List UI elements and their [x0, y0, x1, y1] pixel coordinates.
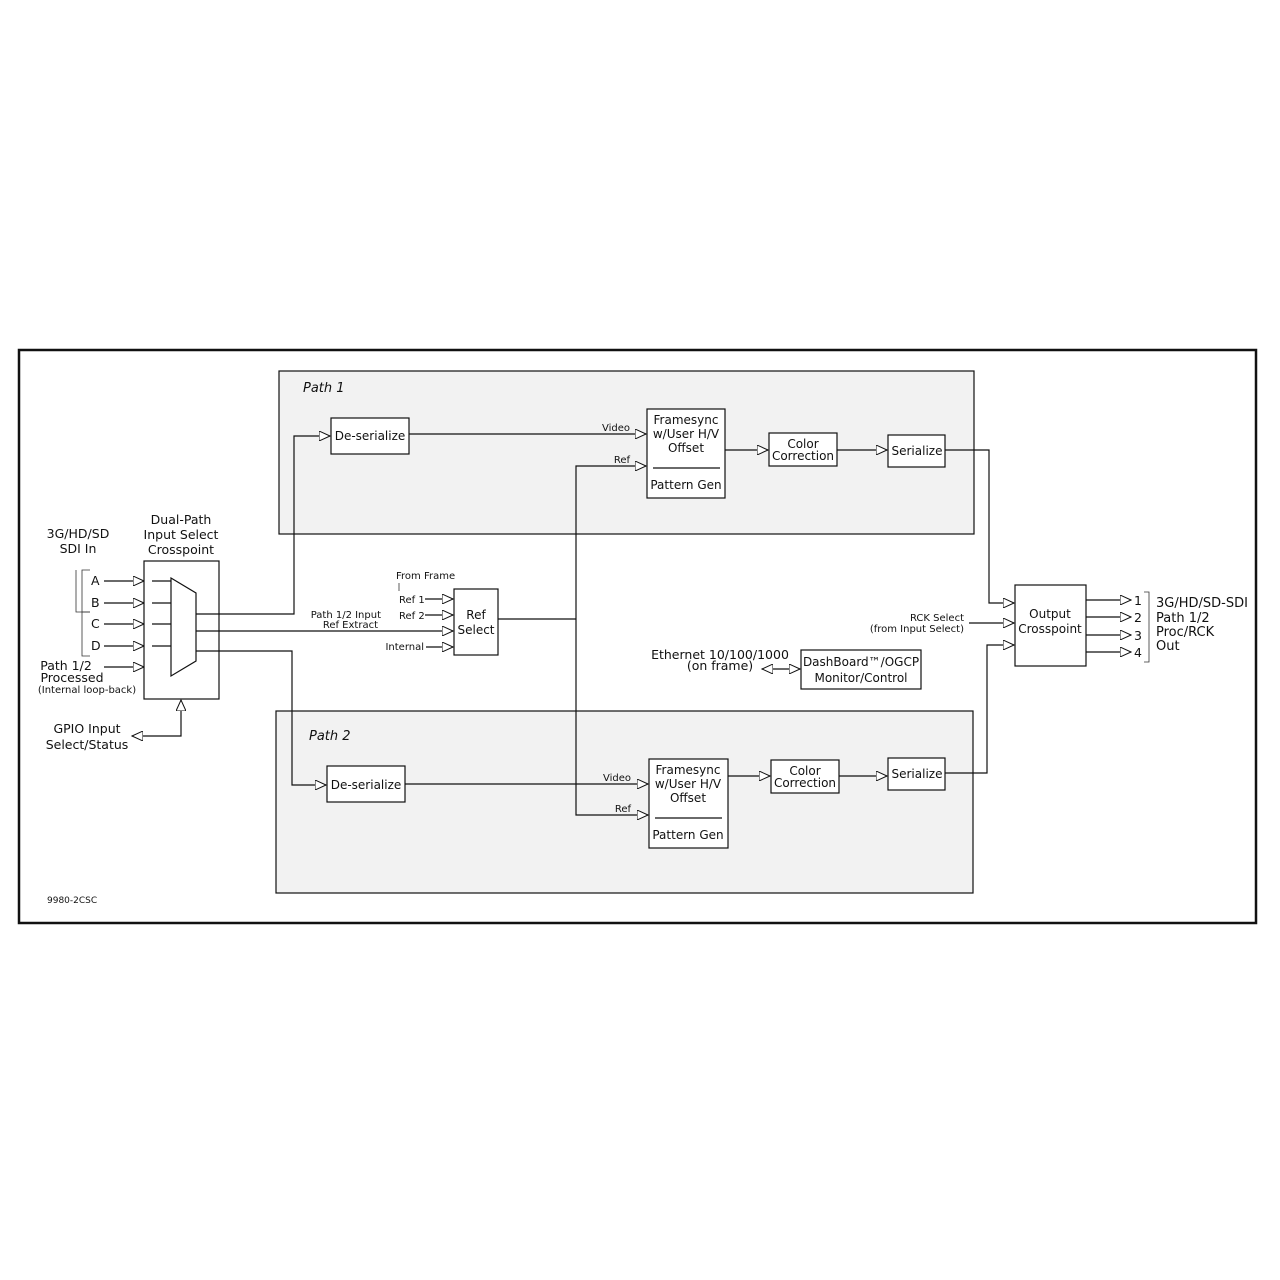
crosspoint-title-line1: Dual-Path: [151, 512, 212, 527]
output-label-line4: Out: [1156, 639, 1180, 654]
path2-pattern-gen: Pattern Gen: [652, 828, 723, 842]
dashboard-line1: DashBoard™/OGCP: [803, 655, 919, 669]
path-1-label: Path 1: [303, 381, 345, 396]
wire-to-path1-deserialize: [219, 436, 330, 615]
from-frame-label: From Frame: [396, 571, 455, 582]
path1-deserialize-label: De-serialize: [335, 429, 406, 443]
path-2-label: Path 2: [309, 729, 351, 744]
output-4-num: 4: [1134, 645, 1142, 660]
ref-select-line1: Ref: [466, 608, 486, 622]
ref-extract-line1: Path 1/2 Input: [311, 610, 381, 621]
path1-ref-wire: [575, 466, 646, 619]
ref2-label: Ref 2: [399, 611, 425, 622]
ref-select-line2: Select: [457, 623, 494, 637]
path2-framesync-line3: Offset: [670, 791, 706, 805]
internal-label: Internal: [385, 642, 424, 653]
crosspoint-title-line2: Input Select: [144, 527, 219, 542]
path2-framesync-line2: w/User H/V: [655, 777, 722, 791]
rck-select-line2: (from Input Select): [870, 624, 964, 635]
processed-line1: Path 1/2: [40, 658, 92, 673]
path1-video-label: Video: [602, 423, 630, 434]
output-label-line1: 3G/HD/SD-SDI: [1156, 596, 1248, 611]
ethernet-line1: Ethernet 10/100/1000: [651, 647, 789, 662]
path2-serialize-block: [887, 757, 946, 791]
gpio-arrow: [132, 700, 181, 736]
path1-color-line1: Color: [787, 437, 818, 451]
ethernet-line2: (on frame): [687, 658, 753, 673]
path1-framesync-line1: Framesync: [654, 413, 719, 427]
path2-to-output-wire: [945, 645, 1014, 774]
gpio-line2: Select/Status: [46, 737, 129, 752]
path2-color-line2: Correction: [774, 776, 836, 790]
sdi-in-title-line1: 3G/HD/SD: [47, 526, 110, 541]
path2-framesync-block: [648, 758, 729, 849]
path2-ref-wire: [575, 619, 648, 815]
path1-color-line2: Correction: [772, 449, 834, 463]
ref1-label: Ref 1: [399, 595, 425, 606]
input-c-label: C: [91, 616, 100, 631]
path1-deserialize-block: [330, 417, 410, 455]
crosspoint-title-line3: Crosspoint: [148, 542, 214, 557]
input-crosspoint-block: [143, 560, 220, 700]
output-bracket: [1144, 591, 1150, 663]
input-a-label: A: [91, 573, 100, 588]
input-d-label: D: [91, 638, 101, 653]
output-label-line2: Path 1/2: [1156, 611, 1210, 626]
output-2-num: 2: [1134, 610, 1142, 625]
output-crosspoint-line2: Crosspoint: [1018, 622, 1082, 636]
sdi-in-bracket-side: [75, 570, 82, 613]
wire-to-path2-deserialize: [219, 650, 326, 785]
path1-to-output-wire: [945, 449, 1014, 603]
path1-pattern-gen: Pattern Gen: [650, 478, 721, 492]
mux-symbol: [170, 576, 197, 678]
path2-color-correction-block: [770, 759, 840, 794]
path2-video-label: Video: [603, 773, 631, 784]
input-b-label: B: [91, 595, 100, 610]
path1-framesync-line3: Offset: [668, 441, 704, 455]
path1-serialize-block: [887, 434, 946, 468]
sdi-in-bracket-bottom: [81, 611, 90, 657]
dashboard-block: [800, 649, 922, 690]
sdi-in-title-line2: SDI In: [60, 541, 97, 556]
path1-ref-label: Ref: [614, 455, 631, 466]
path2-framesync-line1: Framesync: [656, 763, 721, 777]
processed-line3: (Internal loop-back): [38, 685, 136, 696]
path1-serialize-label: Serialize: [892, 444, 943, 458]
output-label-line3: Proc/RCK: [1156, 625, 1215, 640]
output-3-num: 3: [1134, 628, 1142, 643]
path1-framesync-line2: w/User H/V: [653, 427, 720, 441]
model-number: 9980-2CSC: [47, 896, 97, 906]
path1-color-correction-block: [768, 432, 838, 467]
path2-deserialize-label: De-serialize: [331, 778, 402, 792]
path2-serialize-label: Serialize: [892, 767, 943, 781]
processed-line2: Processed: [40, 670, 103, 685]
rck-select-line1: RCK Select: [910, 613, 964, 624]
gpio-line1: GPIO Input: [53, 721, 120, 736]
output-crosspoint-block: [1014, 584, 1087, 667]
path2-color-line1: Color: [789, 764, 820, 778]
output-crosspoint-line1: Output: [1029, 607, 1071, 621]
dashboard-line2: Monitor/Control: [814, 671, 907, 685]
ref-select-block: [453, 588, 499, 656]
output-1-num: 1: [1134, 593, 1142, 608]
path2-ref-label: Ref: [615, 804, 632, 815]
path1-framesync-block: [646, 408, 726, 499]
ref-extract-line2: Ref Extract: [323, 620, 378, 631]
